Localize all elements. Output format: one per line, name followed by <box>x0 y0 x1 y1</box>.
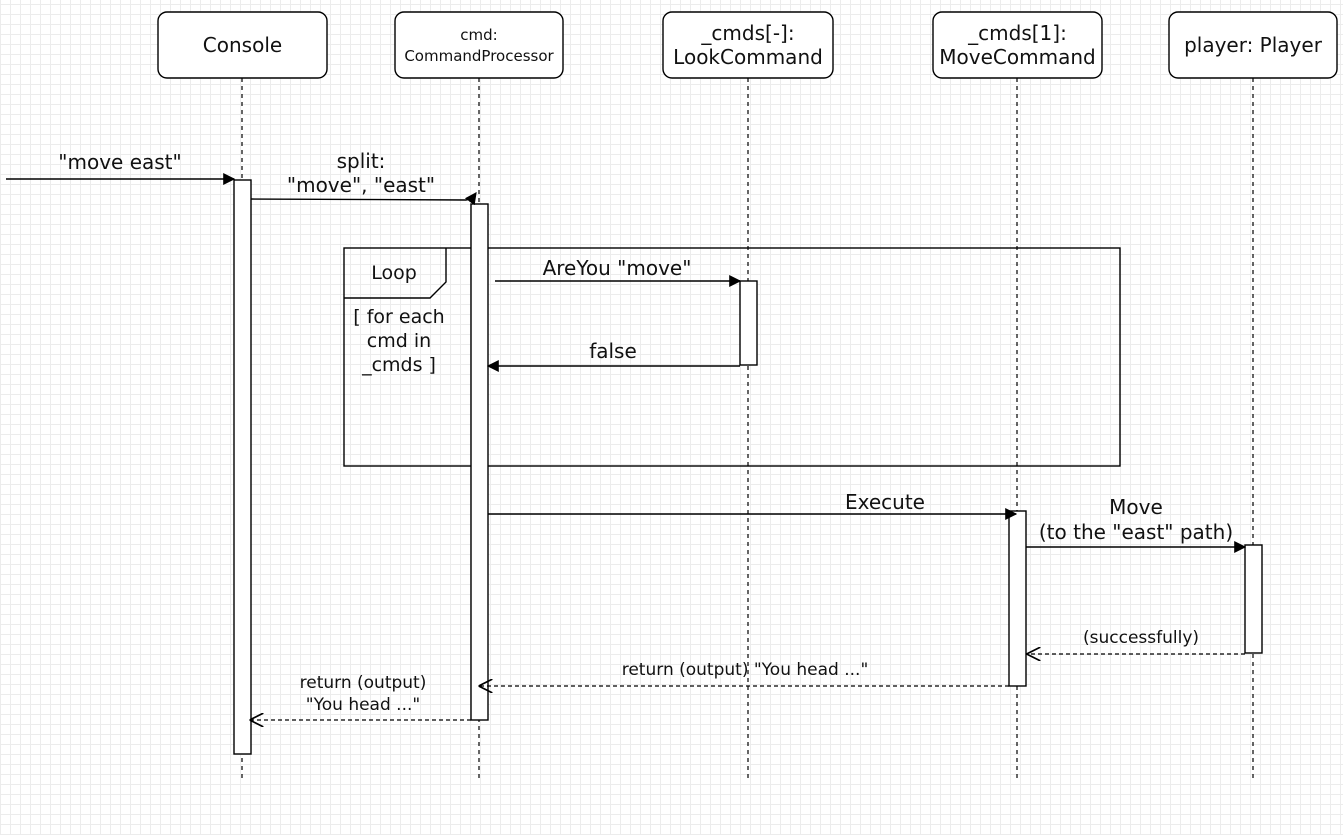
message-label: "You head ..." <box>306 695 420 715</box>
message-label: Move <box>1109 495 1163 519</box>
message-label: (successfully) <box>1083 628 1199 648</box>
message-successfully: (successfully) <box>1028 628 1245 654</box>
loop-guard-line: _cmds ] <box>361 354 436 376</box>
participant-box[interactable] <box>662 11 834 79</box>
participant-label: player: Player <box>1184 33 1323 57</box>
participant-label: MoveCommand <box>939 45 1095 69</box>
message-move-call: Move(to the "east" path) <box>1026 495 1247 553</box>
message-label: return (output) "You head ..." <box>622 660 869 680</box>
loop-guard-line: [ for each <box>353 306 444 328</box>
activation-bar-player <box>1244 544 1263 654</box>
participant-label: LookCommand <box>673 45 823 69</box>
message-execute: Execute <box>488 490 1018 520</box>
activation-bar-look <box>739 280 758 366</box>
participant-move[interactable]: _cmds[1]:MoveCommand <box>932 11 1103 79</box>
participant-box[interactable] <box>1168 11 1338 79</box>
message-label: Execute <box>845 490 925 514</box>
participant-box[interactable] <box>394 11 564 79</box>
participant-cmd[interactable]: cmd: CommandProcessor <box>394 11 564 79</box>
message-label: "move east" <box>58 150 181 174</box>
participant-box[interactable] <box>157 11 328 79</box>
message-arrow <box>250 192 477 206</box>
message-label: split: <box>337 149 386 173</box>
participant-label: Console <box>203 33 282 57</box>
participant-box[interactable] <box>932 11 1103 79</box>
activation-bar-move <box>1008 510 1027 687</box>
message-split: split:"move", "east" <box>250 149 477 206</box>
activation-bar-cmd <box>470 203 489 721</box>
message-return-cmd: return (output)"You head ..." <box>251 673 471 720</box>
participant-player[interactable]: player: Player <box>1168 11 1338 79</box>
participant-console[interactable]: Console <box>157 11 328 79</box>
loop-frame-tab <box>344 248 447 299</box>
participant-label: _cmds[1]: <box>967 21 1067 45</box>
message-label: "move", "east" <box>287 173 435 197</box>
loop-label: Loop <box>371 262 417 284</box>
loop-guard-line: cmd in <box>367 330 431 352</box>
message-label: (to the "east" path) <box>1039 520 1233 544</box>
participant-label: CommandProcessor <box>404 47 554 65</box>
message-label: false <box>589 339 637 363</box>
participant-look[interactable]: _cmds[-]:LookCommand <box>662 11 834 79</box>
message-label: return (output) <box>300 673 427 693</box>
activation-bar-console <box>233 179 252 755</box>
message-input: "move east" <box>6 150 236 185</box>
message-return-move: return (output) "You head ..." <box>480 660 1009 686</box>
loop-frame-border <box>343 247 1121 467</box>
message-label: AreYou "move" <box>543 256 692 280</box>
message-false: false <box>486 339 740 372</box>
participant-label: cmd: <box>460 26 497 44</box>
message-areyou: AreYou "move" <box>495 256 742 287</box>
participant-label: _cmds[-]: <box>700 21 794 45</box>
